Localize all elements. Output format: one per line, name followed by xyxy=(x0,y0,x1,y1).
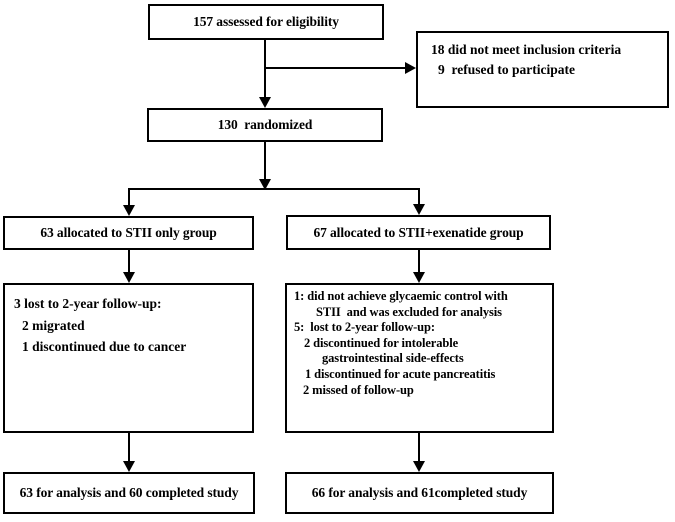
allocation-stii-exenatide-text: 67 allocated to STII+exenatide group xyxy=(313,224,524,240)
arrowhead-down-split xyxy=(259,179,271,190)
box-final-stii-only: 63 for analysis and 60 completed study xyxy=(3,472,255,514)
box-followup-stii-only: 3 lost to 2-year follow-up: 2 migrated 1… xyxy=(3,283,254,433)
connector-followup-final-left xyxy=(128,433,130,462)
box-allocation-stii-exenatide: 67 allocated to STII+exenatide group xyxy=(286,215,551,250)
assessed-eligibility-text: 157 assessed for eligibility xyxy=(193,14,339,29)
followup-left-line-2: 2 migrated xyxy=(22,317,85,333)
allocation-stii-only-text: 63 allocated to STII only group xyxy=(40,225,217,240)
connector-split-alloc-right xyxy=(418,190,420,205)
connector-alloc-followup-left xyxy=(128,250,130,273)
followup-right-line-6: 1 discontinued for acute pancreatitis xyxy=(305,366,496,381)
followup-left-line-1: 3 lost to 2-year follow-up: xyxy=(14,296,162,311)
final-stii-exenatide-text: 66 for analysis and 61completed study xyxy=(311,485,528,500)
followup-right-line-2: STII and was excluded for analysis xyxy=(316,304,502,319)
arrowhead-right-exclusion xyxy=(405,62,416,74)
box-exclusions: 18 did not meet inclusion criteria 9 ref… xyxy=(416,31,669,108)
box-randomized: 130 randomized xyxy=(147,108,383,142)
randomized-text: 130 randomized xyxy=(217,117,313,132)
followup-right-line-7: 2 missed of follow-up xyxy=(303,382,414,397)
arrowhead-down-final-right xyxy=(413,461,425,472)
arrowhead-down-final-left xyxy=(123,461,135,472)
arrowhead-down-randomized xyxy=(259,97,271,108)
arrowhead-down-alloc-left xyxy=(123,205,135,216)
connector-alloc-followup-right xyxy=(418,250,420,273)
followup-right-line-3: 5: lost to 2-year follow-up: xyxy=(294,320,435,335)
box-allocation-stii-only: 63 allocated to STII only group xyxy=(3,216,254,250)
arrowhead-down-alloc-right xyxy=(413,204,425,215)
connector-eligibility-randomized xyxy=(264,40,266,98)
box-final-stii-exenatide: 66 for analysis and 61completed study xyxy=(285,472,554,514)
followup-right-line-4: 2 discontinued for intolerable xyxy=(304,335,459,350)
followup-left-line-3: 1 discontinued due to cancer xyxy=(22,339,187,354)
box-assessed-eligibility: 157 assessed for eligibility xyxy=(148,4,384,40)
split-bar xyxy=(128,188,420,190)
connector-followup-final-right xyxy=(418,433,420,462)
arrowhead-down-followup-left xyxy=(123,272,135,283)
final-stii-only-text: 63 for analysis and 60 completed study xyxy=(19,485,239,500)
arrowhead-down-followup-right xyxy=(413,272,425,283)
connector-randomized-split xyxy=(264,142,266,180)
exclusion-line-2: 9 refused to participate xyxy=(438,62,575,77)
followup-right-line-5: gastrointestinal side-effects xyxy=(322,351,464,366)
connector-eligibility-exclusion xyxy=(265,67,405,69)
connector-split-alloc-left xyxy=(128,190,130,206)
followup-right-line-1: 1: did not achieve glycaemic control wit… xyxy=(294,289,508,303)
box-followup-stii-exenatide: 1: did not achieve glycaemic control wit… xyxy=(285,283,554,433)
exclusion-line-1: 18 did not meet inclusion criteria xyxy=(431,42,622,57)
